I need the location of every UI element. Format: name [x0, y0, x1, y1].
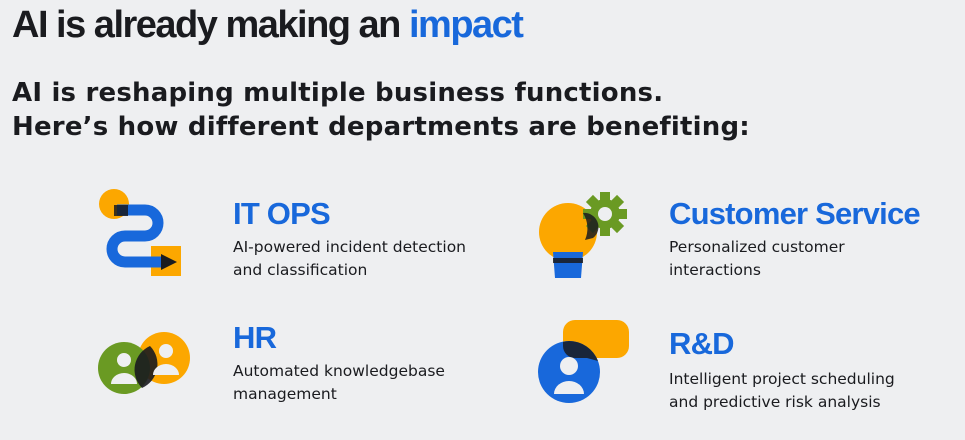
description-line: and predictive risk analysis — [669, 393, 881, 411]
department-description: Automated knowledgebase management — [233, 360, 513, 406]
subtitle-line-2: Here’s how different departments are ben… — [12, 112, 750, 142]
title-accent: impact — [408, 4, 524, 46]
user-chat-icon — [538, 320, 629, 403]
department-description: AI-powered incident detection and classi… — [233, 236, 513, 282]
description-line: interactions — [669, 261, 761, 279]
description-line: AI-powered incident detection — [233, 238, 466, 256]
description-line: and classification — [233, 261, 368, 279]
page-title: AI is already making an impact — [12, 2, 524, 48]
lightbulb-gear-icon — [539, 192, 627, 278]
people-icon — [98, 332, 190, 394]
department-description: Personalized customer interactions — [669, 236, 949, 282]
department-name: IT OPS — [233, 196, 331, 231]
flow-path-icon — [99, 189, 181, 276]
description-line: management — [233, 385, 337, 403]
department-name: HR — [233, 320, 277, 355]
department-name: Customer Service — [669, 196, 921, 231]
description-line: Personalized customer — [669, 238, 845, 256]
description-line: Intelligent project scheduling — [669, 370, 895, 388]
department-description: Intelligent project scheduling and predi… — [669, 368, 949, 414]
department-name: R&D — [669, 326, 735, 361]
subtitle-line-1: AI is reshaping multiple business functi… — [12, 78, 664, 108]
description-line: Automated knowledgebase — [233, 362, 445, 380]
title-main: AI is already making an — [12, 4, 401, 46]
subtitle: AI is reshaping multiple business functi… — [12, 76, 750, 144]
